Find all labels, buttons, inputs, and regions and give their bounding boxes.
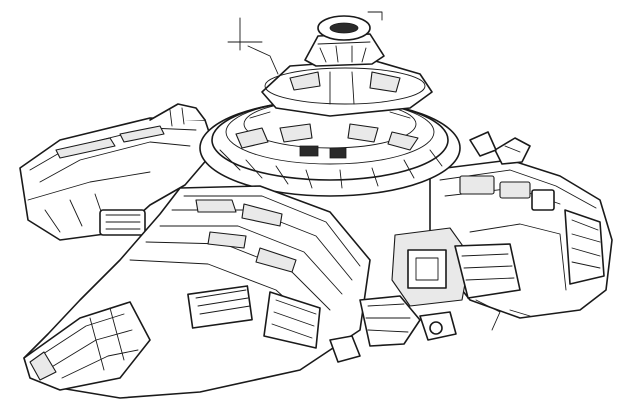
left-wing: [19, 103, 216, 241]
underside-details: [329, 295, 531, 363]
central-hub: [199, 99, 461, 197]
right-wing: [391, 131, 613, 319]
crop-marks: [227, 11, 383, 51]
main-hull: [23, 185, 371, 399]
upper-tower: [247, 15, 433, 117]
